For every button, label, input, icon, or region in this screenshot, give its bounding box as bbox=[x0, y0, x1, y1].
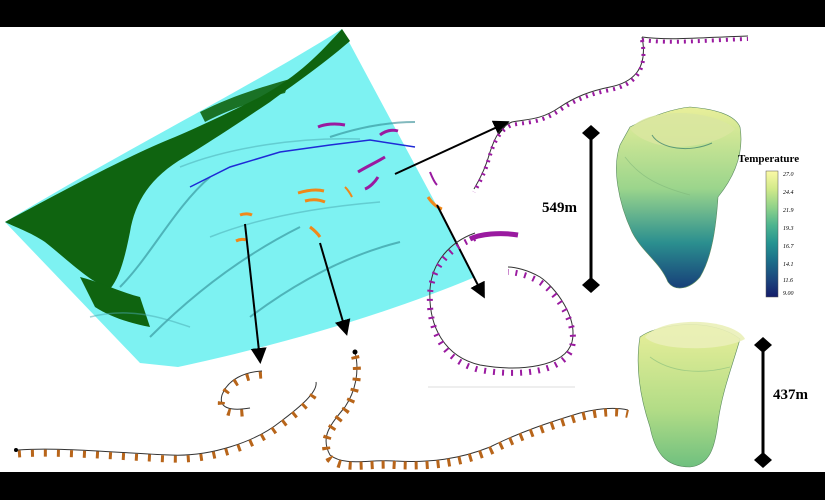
lower-scale-bar bbox=[754, 337, 772, 468]
land-patch bbox=[80, 277, 150, 327]
legend-title: Temperature bbox=[738, 153, 800, 165]
land-region bbox=[5, 29, 350, 289]
legend-tick: 11.6 bbox=[783, 278, 794, 284]
figure-svg bbox=[5, 29, 779, 470]
arrows bbox=[244, 120, 510, 364]
land-patch bbox=[200, 79, 290, 122]
legend-tick: 16.7 bbox=[783, 244, 794, 250]
legend-tick: 27.0 bbox=[783, 172, 794, 178]
temperature-colorbar bbox=[765, 170, 779, 298]
terrain-map bbox=[5, 29, 475, 367]
lower-scale-label: 437m bbox=[773, 387, 808, 403]
figure-panel: 549m 437m Temperature 27.0 24.4 21.9 19.… bbox=[0, 27, 825, 472]
legend-tick: 21.9 bbox=[783, 208, 794, 214]
upper-scale-bar bbox=[582, 125, 600, 293]
brown-trajectory-mid bbox=[322, 349, 629, 470]
short-eddy-volume bbox=[637, 321, 745, 468]
terrain-ridges bbox=[89, 138, 381, 328]
tall-eddy-volume bbox=[616, 106, 742, 289]
legend-tick: 14.1 bbox=[783, 262, 794, 268]
legend-tick: 19.3 bbox=[783, 226, 794, 232]
terrain-ridges bbox=[119, 121, 416, 338]
purple-trajectory-loop bbox=[426, 231, 576, 388]
purple-trajectory-top bbox=[472, 35, 749, 194]
ocean-surface bbox=[5, 29, 475, 367]
upper-scale-label: 549m bbox=[542, 200, 577, 216]
legend-tick: 9.00 bbox=[783, 291, 794, 297]
legend-tick: 24.4 bbox=[783, 190, 794, 196]
map-trajectories bbox=[235, 122, 443, 243]
brown-trajectory-left bbox=[14, 370, 320, 463]
ship-track bbox=[189, 139, 416, 188]
